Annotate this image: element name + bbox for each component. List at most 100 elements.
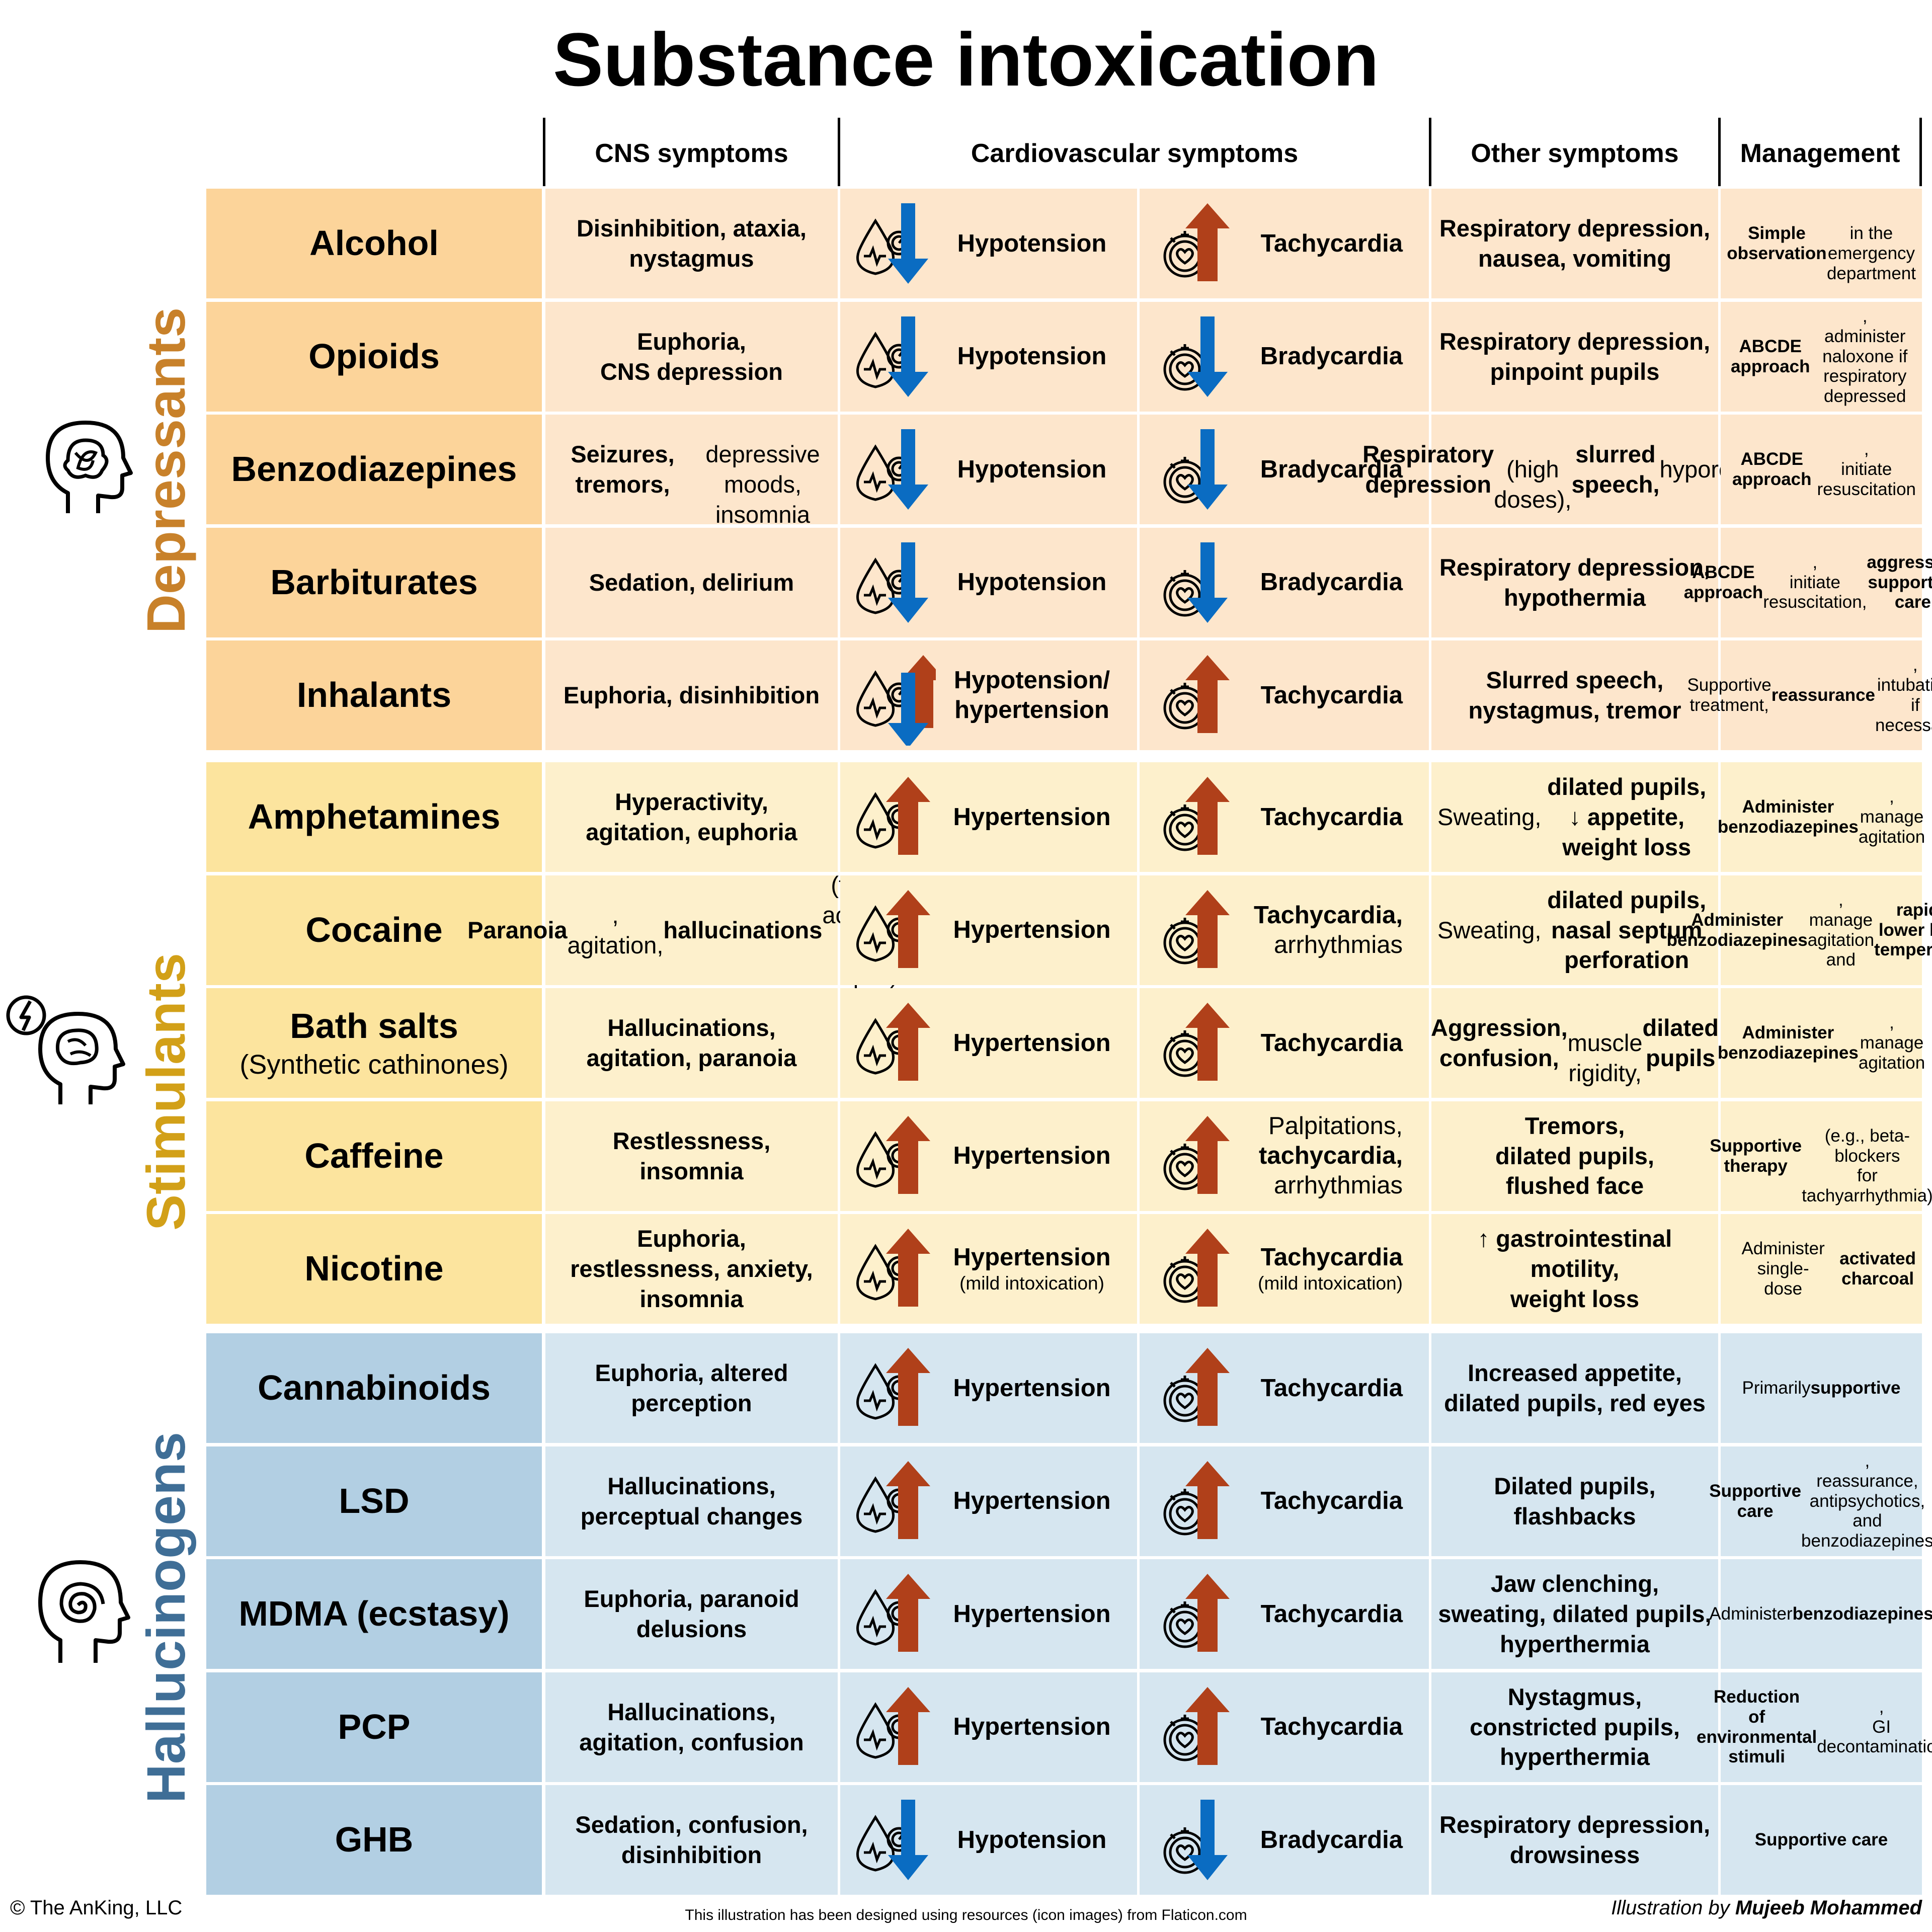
blood-pressure-cell: Hypotension <box>840 1785 1137 1895</box>
heart-rate-cell: Tachycardia <box>1140 640 1429 750</box>
other-symptoms-cell: Sweating, dilated pupils,nasal septum pe… <box>1431 875 1718 985</box>
substance-name-cell: GHB <box>206 1785 542 1895</box>
blood-pressure-label: Hypotension <box>957 229 1107 257</box>
heart-rate-label: Bradycardia <box>1260 343 1403 370</box>
other-symptoms-cell: ↑ gastrointestinal motility,weight loss <box>1431 1214 1718 1324</box>
heart-rate-up-arrow-icon <box>1163 1686 1230 1765</box>
substance-name: GHB <box>335 1820 414 1860</box>
substance-name-cell: Nicotine <box>206 1214 542 1324</box>
blood-pressure-up-arrow-icon <box>856 1003 930 1081</box>
substance-name: Benzodiazepines <box>231 449 517 489</box>
blood-pressure-label: Hypertension <box>953 1374 1111 1402</box>
other-symptoms-cell: Respiratory depression,drowsiness <box>1431 1785 1718 1895</box>
blood-pressure-cell: Hypertension <box>840 762 1137 872</box>
blood-pressure-label: Hypertension(mild intoxication) <box>953 1244 1111 1294</box>
heart-rate-label: Bradycardia <box>1260 1826 1403 1854</box>
substance-name-cell: Bath salts(Synthetic cathinones) <box>206 988 542 1098</box>
substance-name-cell: Barbiturates <box>206 527 542 637</box>
header-divider <box>1919 118 1922 186</box>
management-cell: Supportive care <box>1721 1785 1922 1895</box>
header-cns: CNS symptoms <box>595 139 788 168</box>
blood-pressure-cell: Hypertension <box>840 875 1137 985</box>
header-divider <box>1429 118 1431 186</box>
heart-rate-label: Tachycardia <box>1260 229 1403 257</box>
management-cell: Supportive treatment,reassurance,intubat… <box>1687 640 1932 750</box>
heart-rate-cell: Bradycardia <box>1140 527 1429 637</box>
blood-pressure-up-arrow-icon <box>856 1686 930 1765</box>
header-cardiovascular: Cardiovascular symptoms <box>971 139 1299 168</box>
header-divider <box>838 118 840 186</box>
heart-rate-label: Tachycardia <box>1260 803 1403 831</box>
other-symptoms-cell: Slurred speech,nystagmus, tremor <box>1431 640 1718 750</box>
copyright-text: © The AnKing, LLC <box>10 1897 183 1919</box>
substance-name: Alcohol <box>309 223 439 263</box>
heart-rate-down-arrow-icon <box>1163 429 1228 510</box>
heart-rate-cell: Tachycardia <box>1140 988 1429 1098</box>
brain-lightning-head-icon <box>6 995 125 1104</box>
cns-symptoms-cell: Disinhibition, ataxia,nystagmus <box>545 189 838 298</box>
substance-name: MDMA (ecstasy) <box>238 1594 510 1634</box>
heart-rate-cell: Tachycardia <box>1140 1333 1429 1443</box>
blood-pressure-up-arrow-icon <box>856 1348 930 1426</box>
blood-pressure-label: Hypotension <box>957 1826 1107 1854</box>
substance-name: Amphetamines <box>248 797 501 837</box>
blood-pressure-label: Hypertension <box>953 1600 1111 1628</box>
blood-pressure-down-arrow-icon <box>856 1800 928 1880</box>
cns-symptoms-cell: Paranoia, agitation,hallucinations (tact… <box>467 871 916 988</box>
heart-rate-up-arrow-icon <box>1163 890 1230 968</box>
heart-rate-label: Palpitations,tachycardia,arrhythmias <box>1259 1112 1403 1199</box>
cns-symptoms-cell: Restlessness,insomnia <box>545 1101 838 1211</box>
cns-symptoms-cell: Hallucinations,agitation, paranoia <box>545 988 838 1098</box>
blood-pressure-cell: Hypotension <box>840 415 1137 524</box>
heart-rate-label: Tachycardia <box>1260 1374 1403 1402</box>
management-cell: ABCDE approach,initiate resuscitation <box>1721 415 1922 524</box>
cns-symptoms-cell: Euphoria, disinhibition <box>545 640 838 750</box>
cns-symptoms-cell: Euphoria,restlessness, anxiety,insomnia <box>545 1214 838 1324</box>
blood-pressure-cell: Hypotension <box>840 301 1137 412</box>
blood-pressure-down-arrow-icon <box>856 203 928 284</box>
brain-tangle-head-icon <box>46 421 133 513</box>
blood-pressure-label: Hypertension <box>953 1142 1111 1170</box>
heart-rate-cell: Tachycardia <box>1140 189 1429 298</box>
blood-pressure-cell: Hypertension <box>840 1446 1137 1556</box>
other-symptoms-cell: Respiratory depression,hypothermia <box>1431 527 1718 637</box>
management-cell: Supportive care,reassurance,antipsychoti… <box>1709 1446 1932 1556</box>
heart-rate-down-arrow-icon <box>1163 1800 1228 1880</box>
substance-name: LSD <box>339 1481 410 1520</box>
illustrator-credit: Illustration by Mujeeb Mohammed <box>1611 1897 1922 1919</box>
heart-rate-cell: Tachycardia,arrhythmias <box>1140 875 1429 985</box>
substance-name-cell: Inhalants <box>206 640 542 750</box>
blood-pressure-label: Hypertension <box>953 1029 1111 1057</box>
heart-rate-label: Tachycardia(mild intoxication) <box>1258 1244 1403 1294</box>
other-symptoms-cell: Respiratory depression,nausea, vomiting <box>1431 189 1718 298</box>
substance-name: Bath salts <box>290 1006 458 1045</box>
other-symptoms-cell: Sweating, dilated pupils,↓ appetite, wei… <box>1431 762 1718 872</box>
substance-name-cell: Benzodiazepines <box>206 415 542 524</box>
blood-pressure-up-arrow-icon <box>856 1115 930 1194</box>
heart-rate-cell: Bradycardia <box>1140 1785 1429 1895</box>
heart-rate-up-arrow-icon <box>1163 1348 1230 1426</box>
substance-name: Opioids <box>308 336 440 376</box>
other-symptoms-cell: Aggression, confusion,muscle rigidity,di… <box>1431 988 1719 1098</box>
heart-rate-up-arrow-icon <box>1163 777 1230 855</box>
other-symptoms-cell: Increased appetite,dilated pupils, red e… <box>1431 1333 1718 1443</box>
heart-rate-up-arrow-icon <box>1163 203 1230 281</box>
blood-pressure-up-arrow-icon <box>856 1574 930 1652</box>
heart-rate-label: Bradycardia <box>1260 569 1403 596</box>
substance-name-cell: Cannabinoids <box>206 1333 542 1443</box>
cns-symptoms-cell: Sedation, confusion,disinhibition <box>545 1785 838 1895</box>
heart-rate-up-arrow-icon <box>1163 1003 1230 1081</box>
header-divider <box>1718 118 1721 186</box>
illustrator-prefix: Illustration by <box>1611 1897 1735 1919</box>
blood-pressure-cell: Hypertension <box>840 1672 1137 1782</box>
blood-pressure-label: Hypertension <box>953 1487 1111 1515</box>
blood-pressure-label: Hypertension <box>953 916 1111 944</box>
blood-pressure-label: Hypertension <box>953 1713 1111 1741</box>
other-symptoms-cell: Nystagmus,constricted pupils,hyperthermi… <box>1431 1672 1718 1782</box>
group-label-depressants: Depressants <box>135 307 196 634</box>
